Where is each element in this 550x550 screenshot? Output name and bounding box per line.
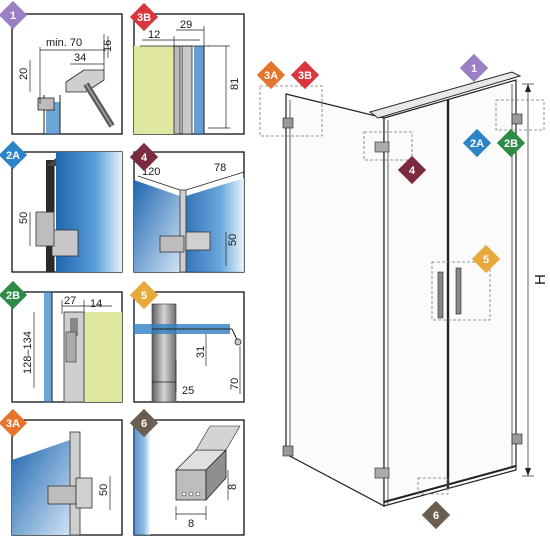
svg-text:6: 6 [433,510,439,522]
dim-25: 25 [182,385,194,397]
main-enclosure-drawing: H [259,71,549,507]
detail-panel-6: 8 8 [133,419,245,536]
badge-1: 1 [0,0,28,30]
detail-panel-4: 120 78 50 [133,151,245,273]
svg-text:2B: 2B [504,138,518,150]
dim-27: 27 [64,295,76,307]
dim-70: 70 [229,378,241,390]
dim-20: 20 [18,68,30,80]
dim-34: 34 [74,52,86,64]
dim-50: 50 [98,484,110,496]
dim-8-width: 8 [188,518,194,530]
dim-14: 14 [90,298,102,310]
svg-text:4: 4 [141,152,148,164]
dim-8-height: 8 [227,484,239,490]
svg-text:2B: 2B [6,290,20,302]
dim-16: 16 [102,40,114,52]
svg-text:3A: 3A [264,70,278,82]
detail-panel-5: 25 31 70 [133,291,245,403]
svg-text:2A: 2A [470,138,484,150]
detail-panel-1: min. 70 34 16 20 [11,13,123,135]
dim-31: 31 [195,346,207,358]
svg-text:4: 4 [409,165,416,177]
dim-81: 81 [229,78,241,90]
badge-main-6: 6 [421,500,451,530]
dim-29: 29 [180,19,192,31]
svg-text:3B: 3B [137,12,151,24]
dim-128-134: 128–134 [22,331,34,374]
svg-text:2A: 2A [6,150,20,162]
svg-text:1: 1 [10,10,16,22]
svg-text:3B: 3B [298,70,312,82]
dim-min-70: min. 70 [46,37,82,49]
svg-text:5: 5 [483,254,489,266]
detail-panel-2A: 50 [11,151,123,273]
dim-50: 50 [227,234,239,246]
dim-120: 120 [142,166,160,178]
detail-panel-3B: 12 29 81 [133,13,245,135]
svg-text:1: 1 [471,63,477,75]
svg-text:6: 6 [141,418,147,430]
dim-height-H: H [532,274,549,285]
dim-12: 12 [148,29,160,41]
svg-text:5: 5 [141,290,147,302]
detail-panel-3A: 50 [11,419,123,536]
badge-main-3B: 3B [290,60,320,90]
dim-78: 78 [214,162,226,174]
svg-text:3A: 3A [6,418,20,430]
dim-50: 50 [18,212,30,224]
badge-main-3A: 3A [256,60,286,90]
badge-main-1: 1 [459,53,489,83]
detail-panel-2B: 27 14 128–134 [11,291,123,403]
